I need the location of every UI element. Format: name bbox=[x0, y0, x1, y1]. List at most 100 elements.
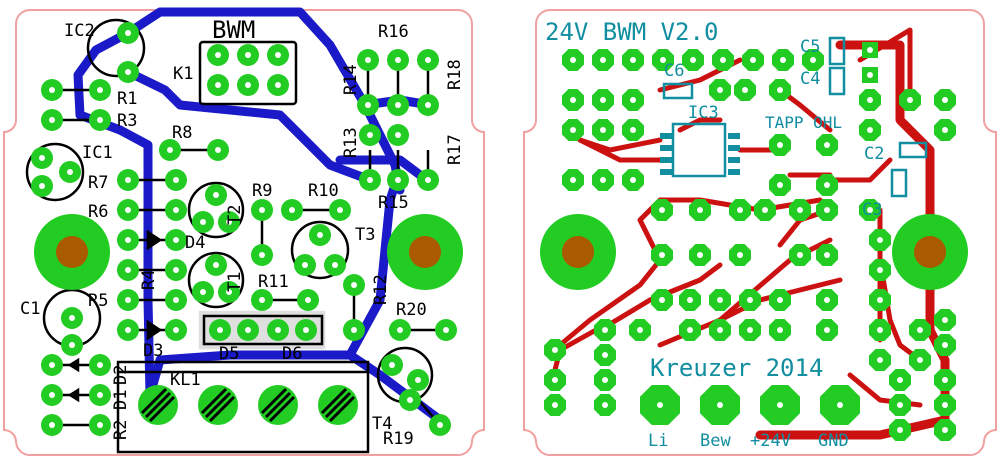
label-r19: R19 bbox=[383, 429, 414, 449]
pad-drill-hole bbox=[215, 147, 221, 153]
top-labels: BWM IC2 K1 R1 R3 IC1 R7 R6 D4 R5 C1 D3 R… bbox=[20, 16, 465, 449]
pad-drill-hole bbox=[602, 402, 608, 408]
pad-drill-hole bbox=[365, 57, 371, 63]
pad-drill-hole bbox=[245, 82, 251, 88]
label-kl1: KL1 bbox=[170, 370, 201, 390]
terminal-block-kl1 bbox=[138, 385, 358, 425]
pad-drill-hole bbox=[200, 289, 206, 295]
pad-drill-hole bbox=[824, 327, 830, 333]
label-r20: R20 bbox=[396, 300, 427, 320]
label-d1: D1 bbox=[111, 390, 131, 410]
pad-drill-hole bbox=[630, 57, 636, 63]
pad-drill-hole bbox=[777, 87, 783, 93]
terminal-label-gnd: GND bbox=[818, 431, 849, 451]
label-r3: R3 bbox=[117, 111, 137, 131]
pad-drill-hole bbox=[167, 147, 173, 153]
pad-drill-hole bbox=[942, 127, 948, 133]
label-ic3: IC3 bbox=[688, 103, 719, 123]
pad-drill-hole bbox=[747, 327, 753, 333]
pad-drill-hole bbox=[173, 267, 179, 273]
pad-drill-hole bbox=[737, 207, 743, 213]
pad-drill-hole bbox=[602, 352, 608, 358]
pad-drill-hole bbox=[425, 177, 431, 183]
pad-drill-hole bbox=[302, 262, 308, 268]
pad-drill-hole bbox=[125, 69, 131, 75]
pad-drill-hole bbox=[395, 102, 401, 108]
label-k1: K1 bbox=[173, 64, 193, 84]
pad-drill-hole bbox=[659, 207, 665, 213]
pad-drill-hole bbox=[570, 57, 576, 63]
pad-drill-hole bbox=[125, 237, 131, 243]
pad-drill-hole bbox=[275, 327, 281, 333]
pad-drill-hole bbox=[897, 377, 903, 383]
pad-drill-hole bbox=[367, 177, 373, 183]
terminal-label-bew: Bew bbox=[700, 431, 731, 451]
pad-drill-hole bbox=[637, 327, 643, 333]
pad-drill-hole bbox=[289, 207, 295, 213]
pad-drill-hole bbox=[867, 47, 873, 53]
pad-drill-hole bbox=[215, 52, 221, 58]
pad-drill-hole bbox=[69, 315, 75, 321]
pad-drill-hole bbox=[630, 177, 636, 183]
pad-drill-hole bbox=[125, 267, 131, 273]
label-r9: R9 bbox=[252, 181, 272, 201]
label-r4: R4 bbox=[139, 270, 159, 290]
top-pads bbox=[31, 22, 457, 436]
pad-drill-hole bbox=[337, 207, 343, 213]
pad-drill-hole bbox=[215, 82, 221, 88]
pad-drill-hole bbox=[49, 117, 55, 123]
pad-drill-hole bbox=[917, 327, 923, 333]
pad-drill-hole bbox=[687, 297, 693, 303]
pad-drill-hole bbox=[810, 57, 816, 63]
pad-drill-hole bbox=[917, 357, 923, 363]
pad-drill-hole bbox=[173, 297, 179, 303]
pad-drill-hole bbox=[217, 327, 223, 333]
label-r14: R14 bbox=[341, 64, 361, 95]
credit-text: Kreuzer 2014 bbox=[650, 354, 823, 382]
pad-drill-hole bbox=[777, 142, 783, 148]
label-r18: R18 bbox=[445, 59, 465, 90]
label-r7: R7 bbox=[88, 173, 108, 193]
pad-drill-hole bbox=[762, 207, 768, 213]
label-r10: R10 bbox=[308, 181, 339, 201]
label-c1: C1 bbox=[20, 299, 40, 319]
pad-drill-hole bbox=[942, 97, 948, 103]
board-outline-bottom bbox=[523, 9, 997, 456]
pad-drill-hole bbox=[552, 377, 558, 383]
pad-drill-hole bbox=[824, 207, 830, 213]
pad-drill-hole bbox=[600, 177, 606, 183]
label-r13: R13 bbox=[341, 127, 361, 158]
pad-drill-hole bbox=[897, 427, 903, 433]
pad-drill-hole bbox=[942, 402, 948, 408]
pad-drill-hole bbox=[49, 362, 55, 368]
pad-drill-hole bbox=[305, 297, 311, 303]
label-c6: C6 bbox=[664, 61, 684, 81]
bottom-side-board: 24V BWM V2.0 C6 IC3 C5 C4 TAPP OHL C2 C3… bbox=[523, 9, 997, 456]
pad-drill-hole bbox=[425, 57, 431, 63]
label-t3: T3 bbox=[355, 225, 375, 245]
pad-drill-hole bbox=[415, 377, 421, 383]
ic3-pin bbox=[728, 157, 740, 163]
pad-drill-hole bbox=[659, 252, 665, 258]
terminal-label-li: Li bbox=[648, 431, 668, 451]
pad-drill-hole bbox=[600, 97, 606, 103]
pad-drill-hole bbox=[877, 357, 883, 363]
label-t1: T1 bbox=[225, 272, 245, 292]
pad-drill-hole bbox=[942, 427, 948, 433]
mounting-holes-bottom bbox=[540, 214, 968, 290]
pad-drill-hole bbox=[780, 57, 786, 63]
pad-drill-hole bbox=[697, 207, 703, 213]
pad-drill-hole bbox=[867, 207, 873, 213]
board-title-bottom: 24V BWM V2.0 bbox=[545, 18, 718, 46]
pad-drill-hole bbox=[877, 297, 883, 303]
pad-drill-hole bbox=[39, 155, 45, 161]
pad-drill-hole bbox=[600, 57, 606, 63]
pad-drill-hole bbox=[690, 57, 696, 63]
bottom-silk bbox=[662, 36, 928, 198]
pad-drill-hole bbox=[570, 97, 576, 103]
pad-drill-hole bbox=[226, 289, 232, 295]
ic3-pins bbox=[660, 133, 740, 175]
pad-drill-hole bbox=[697, 252, 703, 258]
pad-drill-hole bbox=[552, 402, 558, 408]
pad-drill-hole bbox=[797, 252, 803, 258]
